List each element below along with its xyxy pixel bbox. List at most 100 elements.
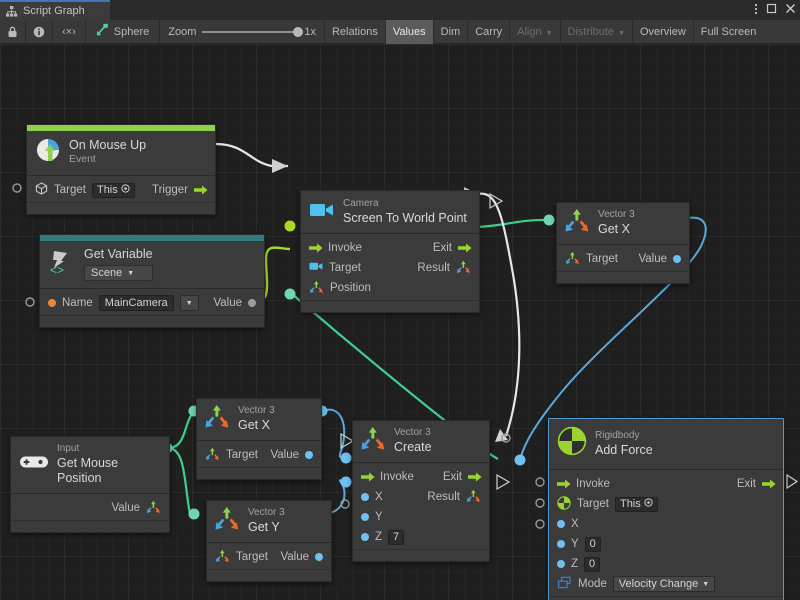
zoom-control[interactable]: Zoom 1x (160, 20, 325, 44)
node-header-text: Vector 3 Get X (238, 405, 275, 433)
chevron-down-icon: ▼ (127, 269, 135, 277)
zoom-slider-knob[interactable] (293, 27, 304, 37)
tab-script-graph[interactable]: Script Graph (0, 0, 110, 20)
node-title: Get X (238, 418, 270, 432)
chevron-down-icon: ▼ (618, 29, 625, 37)
flow-arrow-icon[interactable] (194, 185, 208, 195)
node-on-mouse-up[interactable]: On Mouse Up Event Target This (26, 124, 216, 215)
target-value-chip[interactable]: This (91, 182, 135, 198)
node-body: Name MainCamera ▼ Value (40, 289, 264, 315)
port-label-position: Position (330, 282, 371, 294)
target-picker-icon[interactable] (121, 184, 130, 196)
port-right-result: Result (417, 260, 471, 277)
value-port-dot[interactable] (248, 299, 256, 307)
port-label-x: X (571, 518, 579, 530)
port-right-result: Result (427, 489, 481, 506)
kebab-menu-icon[interactable] (754, 3, 758, 18)
node-header-text: Rigidbody Add Force (595, 430, 653, 458)
target-value-chip[interactable]: This (614, 496, 658, 512)
node-accent-bar (27, 125, 215, 131)
node-header-text: Vector 3 Create (394, 427, 432, 455)
port-row-y: Y 0 (549, 534, 783, 554)
port-label-mode: Mode (578, 578, 607, 590)
zoom-slider[interactable] (202, 27, 304, 37)
graph-target-name: Sphere (113, 26, 150, 38)
node-rigidbody-add-force[interactable]: Rigidbody Add Force Invoke Exit (548, 418, 784, 600)
node-footer (40, 315, 264, 327)
node-kind: Vector 3 (238, 405, 275, 416)
node-camera-screen-to-world-point[interactable]: Camera Screen To World Point Invoke Exit (300, 190, 480, 313)
variable-name-text: MainCamera (104, 297, 168, 309)
node-vector3-get-x-mid[interactable]: Vector 3 Get X Target (196, 398, 322, 480)
y-port-dot[interactable] (361, 513, 369, 521)
node-vector3-create[interactable]: Vector 3 Create Invoke Exit (352, 420, 490, 562)
gamepad-icon (19, 453, 49, 476)
dropdown-align[interactable]: Align ▼ (510, 20, 561, 44)
node-header: Input Get Mouse Position (11, 437, 169, 494)
port-row-position: Position (301, 278, 479, 298)
node-vector3-get-x-top[interactable]: Vector 3 Get X Target (556, 202, 690, 284)
node-header-text: Camera Screen To World Point (343, 198, 467, 226)
flow-arrow-icon[interactable] (458, 243, 472, 253)
target-picker-icon[interactable] (644, 498, 653, 510)
z-port-dot[interactable] (557, 560, 565, 568)
close-icon[interactable] (785, 3, 796, 17)
flow-arrow-icon[interactable] (468, 472, 482, 482)
node-header: <> Get Variable Scene ▼ (40, 241, 264, 289)
mode-dropdown[interactable]: Velocity Change ▼ (612, 576, 716, 592)
node-header-text: Input Get Mouse Position (57, 443, 161, 486)
value-port-dot[interactable] (305, 451, 313, 459)
port-row-name-value: Name MainCamera ▼ Value (40, 293, 264, 313)
lock-icon[interactable] (0, 20, 26, 44)
variable-scope-text: Scene (91, 267, 123, 279)
node-vector3-get-y[interactable]: Vector 3 Get Y Target (206, 500, 332, 582)
node-header: Camera Screen To World Point (301, 191, 479, 234)
full-screen-button[interactable]: Full Screen (700, 26, 757, 38)
port-label-target: Target (577, 498, 609, 510)
graph-canvas[interactable]: On Mouse Up Event Target This (0, 44, 800, 600)
tab-relations[interactable]: Relations (325, 20, 386, 44)
z-value-field[interactable]: 7 (388, 529, 405, 545)
code-view-button[interactable]: ‹×› (53, 20, 86, 44)
node-title: Get Mouse Position (57, 456, 119, 485)
variable-scope-dropdown[interactable]: Scene ▼ (84, 265, 153, 281)
graph-target[interactable]: Sphere (86, 20, 161, 44)
node-body: Target Value (557, 245, 689, 271)
info-icon[interactable] (26, 20, 53, 44)
node-title: Screen To World Point (343, 211, 467, 225)
x-port-dot[interactable] (557, 520, 565, 528)
node-footer (353, 549, 489, 561)
flow-arrow-icon[interactable] (361, 472, 375, 482)
x-port-dot[interactable] (361, 493, 369, 501)
camera-icon (309, 200, 335, 225)
tab-dim[interactable]: Dim (434, 20, 469, 44)
node-footer (557, 271, 689, 283)
value-port-dot[interactable] (315, 553, 323, 561)
port-label-invoke: Invoke (576, 478, 610, 490)
node-input-get-mouse-position[interactable]: Input Get Mouse Position Value (10, 436, 170, 533)
overview-button[interactable]: Overview (633, 20, 694, 44)
tab-values[interactable]: Values (385, 20, 434, 44)
flow-arrow-icon[interactable] (762, 479, 776, 489)
port-row-x: X (549, 514, 783, 534)
vector3-icon (466, 489, 481, 506)
flow-arrow-icon[interactable] (309, 243, 323, 253)
node-footer (27, 202, 215, 214)
z-port-dot[interactable] (361, 533, 369, 541)
variable-icon: <> (48, 248, 76, 281)
port-label-target: Target (236, 551, 268, 563)
port-row-target-result: Target Result (301, 258, 479, 278)
node-get-variable[interactable]: <> Get Variable Scene ▼ Name MainCamera (39, 234, 265, 328)
tab-carry[interactable]: Carry (468, 20, 511, 44)
dropdown-distribute[interactable]: Distribute ▼ (561, 20, 633, 44)
flow-arrow-icon[interactable] (557, 479, 571, 489)
variable-name-field[interactable]: MainCamera (98, 295, 174, 311)
y-port-dot[interactable] (557, 540, 565, 548)
name-port-dot[interactable] (48, 299, 56, 307)
align-label: Align (517, 26, 542, 38)
maximize-icon[interactable] (766, 3, 777, 17)
z-value-field[interactable]: 0 (584, 556, 601, 572)
value-port-dot[interactable] (673, 255, 681, 263)
variable-name-dropdown[interactable]: ▼ (179, 295, 199, 311)
y-value-field[interactable]: 0 (584, 536, 601, 552)
